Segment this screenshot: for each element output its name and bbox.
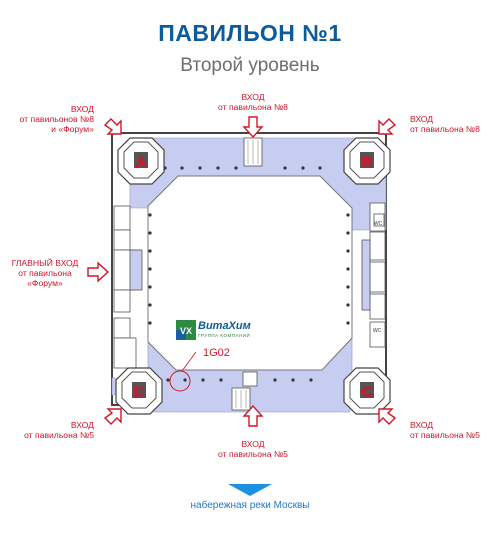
entrance-top-right-label: ВХОД от павильона №8 — [410, 114, 480, 134]
corner-tower-c — [343, 367, 391, 415]
arrow-top-right — [378, 118, 397, 135]
entrance-main-label: ГЛАВНЫЙ ВХОД от павильона «Форум» — [11, 258, 79, 288]
entrance-bottom-left-label: ВХОД от павильона №5 — [24, 420, 94, 440]
vitakhim-logo-name: ВитаХим — [198, 320, 251, 332]
arrow-bottom-right — [378, 408, 397, 425]
entrance-top-center-label: ВХОД от павильона №8 — [218, 92, 288, 112]
arrow-main-left — [87, 261, 110, 283]
right-rooms — [361, 202, 386, 348]
vitakhim-badge-text: VX — [180, 326, 192, 336]
stand-code-label: 1G02 — [203, 347, 230, 359]
vitakhim-logo-tagline: ГРУППА КОМПАНИЙ — [198, 333, 251, 338]
embankment-direction-icon — [228, 484, 272, 496]
embankment-label: набережная реки Москвы — [190, 500, 310, 511]
corner-label-b: B — [362, 154, 373, 171]
corner-label-c: C — [362, 384, 373, 401]
corner-tower-b — [343, 137, 391, 185]
entrance-arrows — [87, 116, 397, 427]
wc-label-right: WC — [374, 221, 383, 227]
arrow-bottom-left — [103, 408, 122, 425]
arrow-top-center — [242, 116, 264, 139]
corner-tower-d — [115, 367, 163, 415]
left-rooms — [113, 205, 143, 369]
corner-tower-a — [117, 137, 165, 185]
entrance-bottom-right-label: ВХОД от павильона №5 — [410, 420, 480, 440]
wc-label-right-lower: WC — [373, 328, 382, 334]
entrance-bottom-center-label: ВХОД от павильона №5 — [218, 439, 288, 459]
corner-label-a: A — [136, 154, 147, 171]
stand-pointer-line — [181, 351, 197, 372]
page-title: ПАВИЛЬОН №1 — [158, 20, 342, 46]
entrance-top-left-label: ВХОД от павильонов №8 и «Форум» — [19, 104, 94, 134]
corner-label-d: D — [134, 384, 145, 401]
inner-courtyard — [147, 175, 353, 371]
stand-marker — [169, 370, 191, 392]
page-subtitle: Второй уровень — [180, 55, 320, 76]
arrow-top-left — [103, 118, 122, 135]
columns — [148, 166, 350, 382]
arrow-bottom-center — [242, 404, 264, 427]
